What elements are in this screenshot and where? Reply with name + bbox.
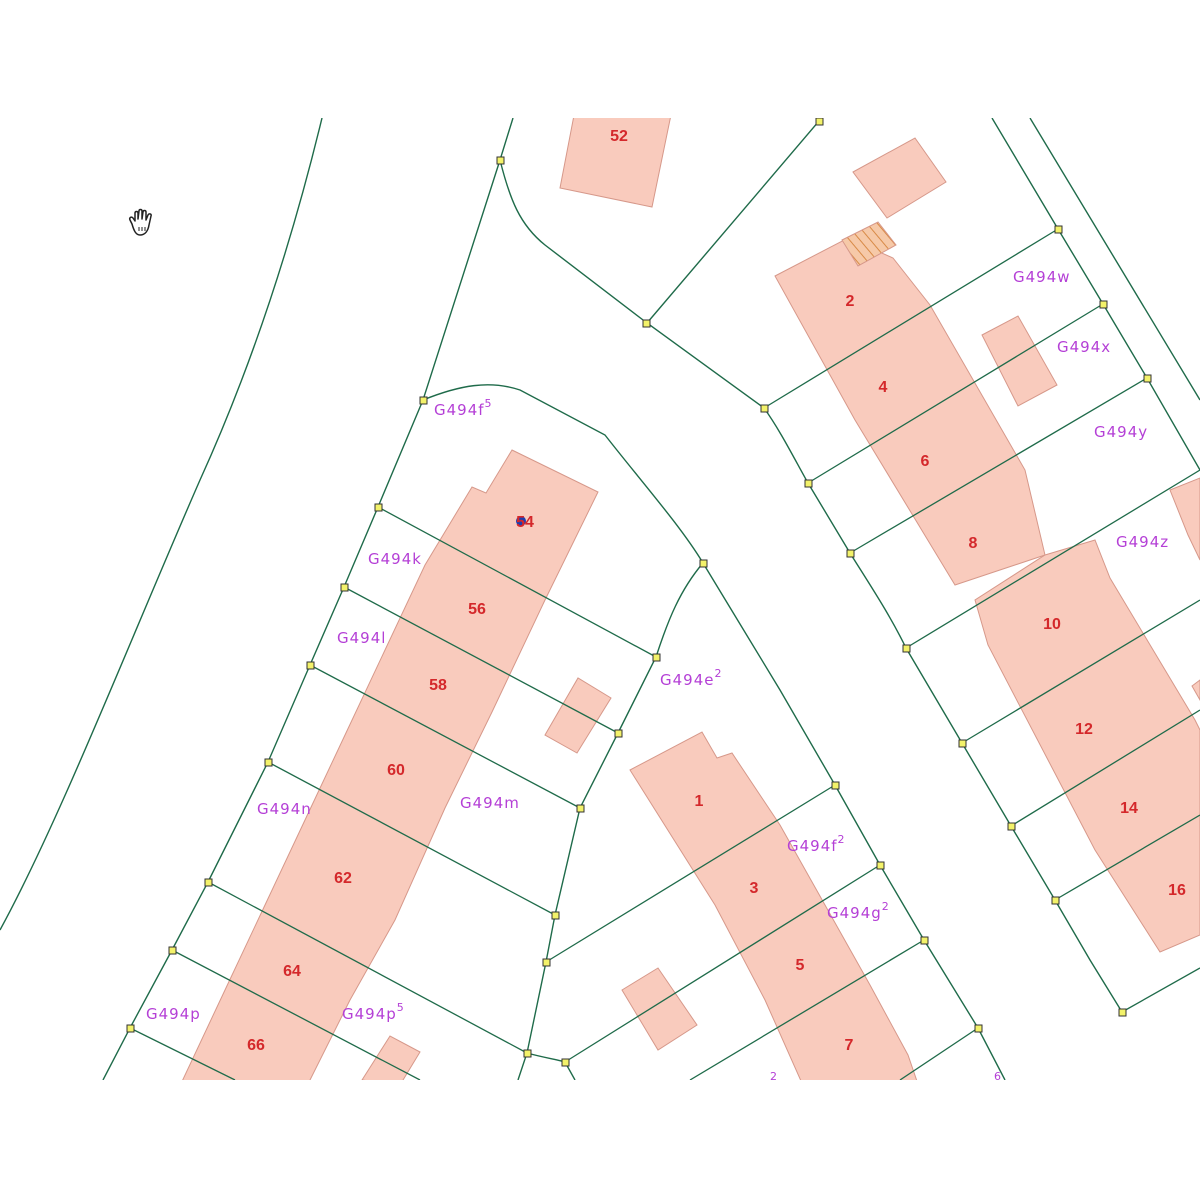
location-marker[interactable] [516, 516, 526, 526]
parcel-id-superscript: 6 [994, 1070, 1002, 1083]
house-number: 3 [750, 880, 759, 897]
building-10-16[interactable] [974, 539, 1200, 953]
building-shed-64 [361, 1035, 421, 1080]
house-number: 56 [468, 601, 486, 618]
building-shed-58 [544, 677, 612, 754]
house-number: 6 [921, 453, 930, 470]
buildings [178, 110, 1200, 1090]
parcel-id: G494f5 [434, 397, 493, 419]
parcel-id: G494n [257, 800, 312, 818]
house-number: 58 [429, 677, 447, 694]
hatched-annex [841, 221, 897, 267]
house-number: 64 [283, 963, 301, 980]
house-number: 60 [387, 762, 405, 779]
parcel-id-superscript: 2 [770, 1070, 778, 1083]
parcel-id: G494p5 [342, 1001, 405, 1023]
parcel-lines [129, 228, 1200, 1080]
house-number: 5 [796, 957, 805, 974]
parcel-id: G494w [1013, 268, 1071, 286]
house-number: 7 [845, 1037, 854, 1054]
parcel-id: G494l [337, 629, 386, 647]
parcel-id: G494e2 [660, 667, 722, 689]
parcel-id: G494f2 [787, 833, 846, 855]
building-edge-east-2 [1191, 679, 1200, 702]
house-number: 52 [610, 128, 628, 145]
house-number: 2 [846, 293, 855, 310]
house-number: 16 [1168, 882, 1186, 899]
house-number: 62 [334, 870, 352, 887]
parcel-id: G494z [1116, 533, 1169, 551]
parcel-id: G494m [460, 794, 520, 812]
house-number: 66 [247, 1037, 265, 1054]
building-shed-north [852, 137, 947, 219]
parcel-id: G494g2 [827, 900, 890, 922]
building-edge-east [1169, 477, 1200, 561]
building-2-8[interactable] [774, 237, 1046, 586]
hand-pan-icon [129, 208, 152, 236]
house-number: 12 [1075, 721, 1093, 738]
house-number: 8 [969, 535, 978, 552]
house-number: 4 [879, 379, 888, 396]
building-shed-east [981, 315, 1058, 407]
house-number: 14 [1120, 800, 1138, 817]
building-54-66[interactable] [178, 449, 599, 1090]
house-number: 10 [1043, 616, 1061, 633]
parcel-id: G494p [146, 1005, 201, 1023]
house-number-labels: 52 54 56 58 60 62 64 66 2 4 6 8 10 12 14… [247, 128, 1186, 1054]
building-52[interactable] [559, 110, 672, 208]
house-number: 54 [516, 514, 534, 531]
parcel-id: G494x [1057, 338, 1111, 356]
parcel-id: G494k [368, 550, 422, 568]
building-shed-5 [621, 967, 698, 1051]
parcel-id: G494y [1094, 423, 1148, 441]
building-1-7[interactable] [629, 731, 920, 1090]
house-number: 1 [695, 793, 704, 810]
parcel-id-labels: G494f5 G494k G494l G494e2 G494m G494n G4… [146, 268, 1169, 1083]
vertex-markers [126, 118, 1152, 1067]
